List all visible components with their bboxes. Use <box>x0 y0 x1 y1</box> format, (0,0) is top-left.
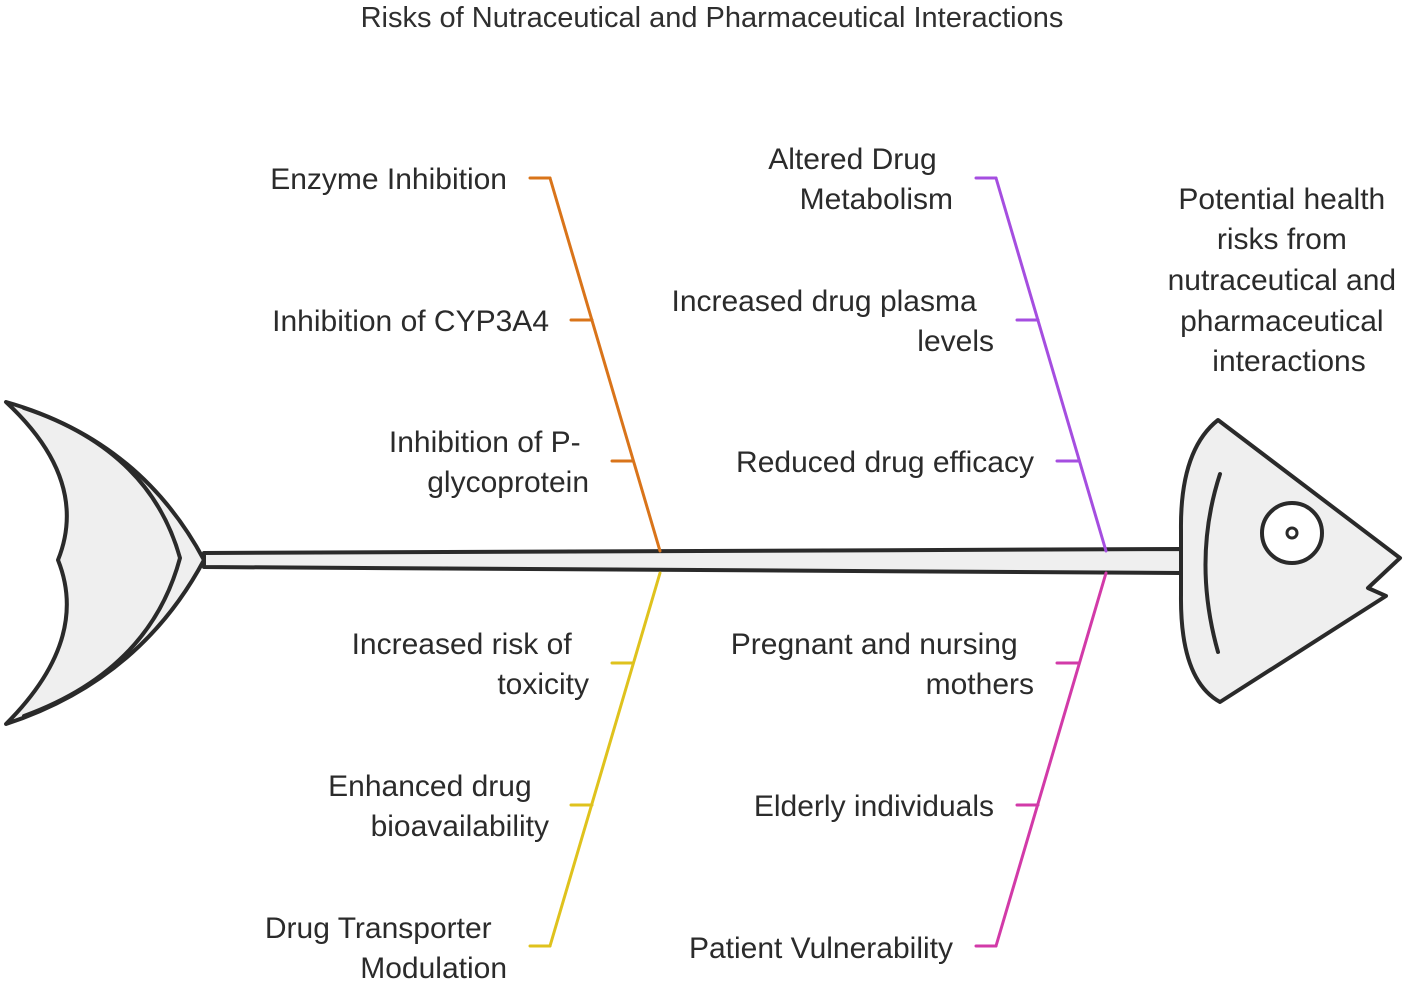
branch-head-label: Drug Transporter Modulation <box>265 912 507 982</box>
fish-tail-icon <box>4 400 206 726</box>
cause-label: Elderly individuals <box>754 790 994 823</box>
cause-label: Reduced drug efficacy <box>736 446 1034 479</box>
branch-head-label: Enzyme Inhibition <box>270 163 507 196</box>
cause-label: Increased drug plasma levels <box>671 285 994 358</box>
branch-head-label: Patient Vulnerability <box>689 932 953 965</box>
branch-head-label: Altered Drug Metabolism <box>768 143 953 216</box>
bone-line <box>548 571 662 948</box>
cause-label: Pregnant and nursing mothers <box>731 628 1034 701</box>
outcome-label: Potential health risks from nutraceutica… <box>1168 183 1405 378</box>
fish-head-icon <box>1178 418 1402 704</box>
branch-patient-vulnerability: Pregnant and nursing mothers Elderly ind… <box>689 571 1108 965</box>
bone-line <box>994 571 1108 948</box>
cause-label: Inhibition of CYP3A4 <box>272 305 549 338</box>
cause-label: Enhanced drug bioavailability <box>328 770 549 843</box>
cause-label: Inhibition of P- glycoprotein <box>389 426 589 499</box>
branch-altered-drug-metabolism: Altered Drug Metabolism Increased drug p… <box>671 143 1108 553</box>
fish-spine <box>202 547 1183 575</box>
bone-line <box>994 176 1108 553</box>
bone-line <box>548 176 662 553</box>
diagram-title: Risks of Nutraceutical and Pharmaceutica… <box>361 2 1064 34</box>
cause-label: Increased risk of toxicity <box>352 628 589 701</box>
branch-drug-transporter-modulation: Increased risk of toxicity Enhanced drug… <box>265 571 662 982</box>
branch-enzyme-inhibition: Enzyme Inhibition Inhibition of CYP3A4 I… <box>270 163 662 553</box>
